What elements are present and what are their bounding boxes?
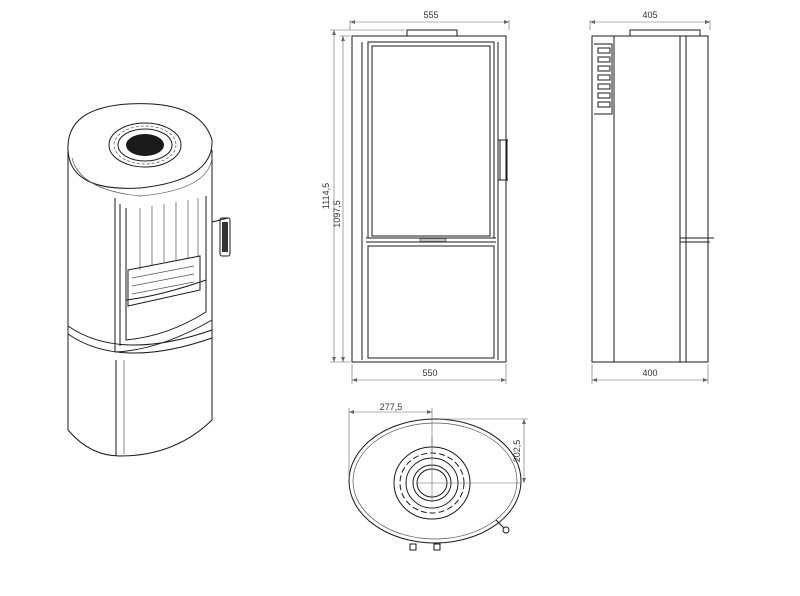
front-view: 555 550 1114,5 1097,5 [321,10,510,384]
dim-front-bottom-width: 550 [422,368,437,378]
dim-body-height: 1097,5 [332,200,342,228]
ash-knobs [409,543,441,551]
dim-overall-height: 1114,5 [321,183,331,209]
dim-front-top-width: 555 [423,10,438,20]
side-view: 405 400 [589,10,714,384]
door-handle [211,217,231,257]
isometric-view [67,103,231,457]
firebox-glass [125,198,207,307]
front-handle [498,139,508,181]
air-control-slots [594,43,613,115]
dim-top-offset-y: 202,5 [512,440,522,463]
top-handle [495,519,510,534]
top-view: 277,5 202,5 [348,402,528,551]
dim-side-bottom-width: 400 [642,368,657,378]
dim-top-offset-x: 277,5 [380,402,403,412]
dim-side-top-width: 405 [642,10,657,20]
